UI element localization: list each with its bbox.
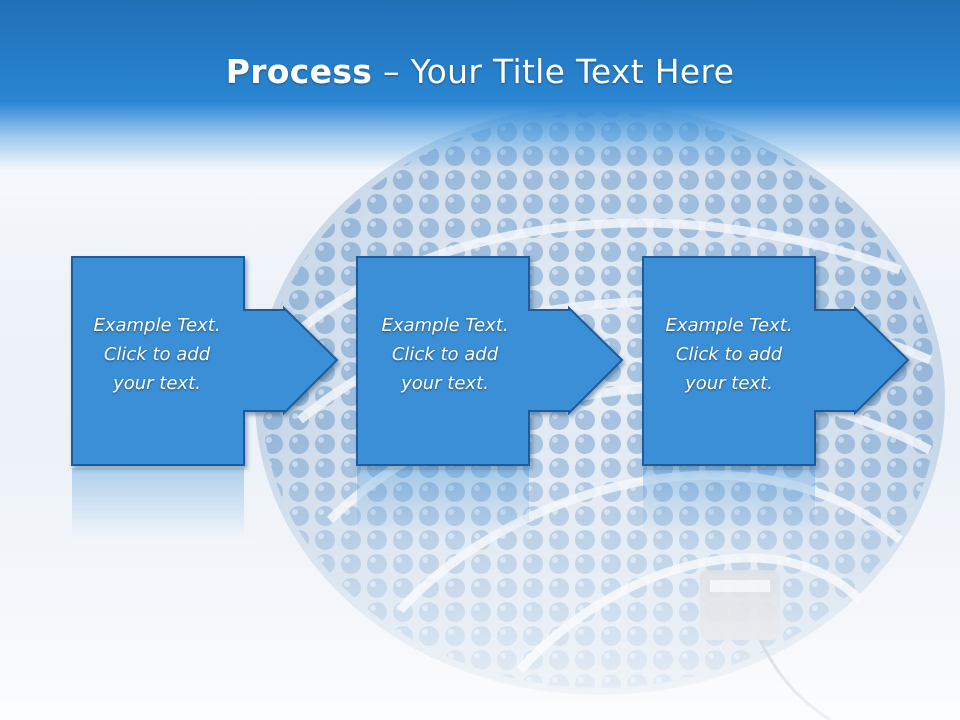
step-1-line-2: Click to add [103, 344, 211, 365]
step-2-line-1: Example Text. [381, 315, 509, 336]
step-1-reflection [72, 468, 244, 538]
step-2-line-3: your text. [401, 373, 489, 394]
step-2-arrow-shape [356, 256, 624, 466]
step-2-reflection [357, 468, 529, 538]
process-step-2[interactable] [356, 256, 624, 538]
step-1-text[interactable]: Example Text. Click to add your text. [72, 311, 242, 398]
step-3-line-3: your text. [685, 373, 773, 394]
step-3-arrow-shape [642, 256, 910, 466]
step-3-text[interactable]: Example Text. Click to add your text. [644, 311, 814, 398]
step-1-line-1: Example Text. [93, 315, 221, 336]
title-rest: – Your Title Text Here [372, 52, 735, 91]
header-bar [0, 0, 960, 170]
step-1-arrow-shape [71, 256, 339, 466]
title-bold: Process [225, 52, 373, 91]
step-2-line-2: Click to add [391, 344, 499, 365]
step-1-line-3: your text. [113, 373, 201, 394]
step-3-line-2: Click to add [675, 344, 783, 365]
slide-title[interactable]: Process – Your Title Text Here [0, 52, 960, 91]
process-step-1[interactable] [71, 256, 339, 538]
step-2-text[interactable]: Example Text. Click to add your text. [360, 311, 530, 398]
step-3-reflection [643, 468, 815, 538]
process-step-3[interactable] [642, 256, 910, 538]
step-3-line-1: Example Text. [665, 315, 793, 336]
